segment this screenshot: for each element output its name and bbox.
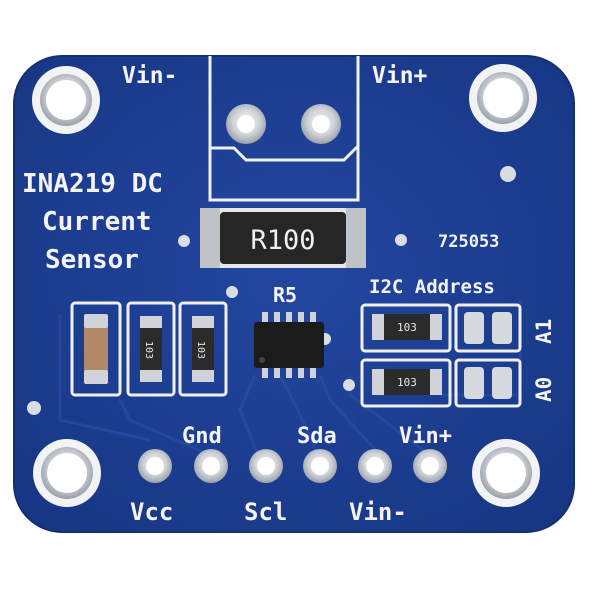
- pin-label-vcc: Vcc: [130, 498, 173, 526]
- i2c-address-label: I2C Address: [369, 276, 495, 298]
- board-code: 725053: [438, 232, 499, 252]
- address-jumper-a1: [454, 303, 522, 353]
- mounting-hole-bottom-left: [33, 439, 101, 507]
- address-jumper-a0: [454, 358, 522, 408]
- shunt-resistor-label: R100: [250, 225, 315, 256]
- pcb-board: [13, 55, 575, 533]
- mounting-hole-bottom-right: [472, 439, 540, 507]
- address-a1-label: A1: [532, 319, 556, 344]
- smd-resistor-horizontal-2: [360, 358, 452, 408]
- pin-label-sda: Sda: [297, 424, 337, 449]
- shunt-resistor: [200, 208, 366, 268]
- header-pins: [138, 449, 447, 483]
- board-title-line-3: Sensor: [45, 245, 139, 275]
- board-title-line-1: INA219 DC: [22, 169, 163, 199]
- ina219-chip: [254, 312, 324, 378]
- terminal-pad-left: [226, 104, 266, 144]
- smd-resistor-4-code: 103: [397, 376, 417, 389]
- smd-resistor-2-code: 103: [195, 341, 206, 359]
- terminal-left-label: Vin-: [122, 63, 177, 89]
- mounting-hole-top-right: [469, 64, 537, 132]
- smd-resistor-vertical-2: [178, 301, 228, 397]
- smd-resistor-horizontal-1: [360, 303, 452, 353]
- smd-resistor-vertical-1: [126, 301, 176, 397]
- smd-capacitor: [70, 301, 122, 397]
- terminal-block-outline: [208, 56, 360, 202]
- address-a0-label: A0: [532, 377, 556, 402]
- pin-label-scl: Scl: [244, 498, 287, 526]
- pin-label-gnd: Gnd: [182, 424, 222, 449]
- mounting-hole-top-left: [32, 66, 100, 134]
- board-title-line-2: Current: [42, 207, 152, 237]
- smd-resistor-3-code: 103: [397, 321, 417, 334]
- pin-label-vin-minus: Vin-: [349, 498, 407, 526]
- terminal-right-label: Vin+: [372, 63, 428, 89]
- terminal-pad-right: [301, 104, 341, 144]
- smd-resistor-1-code: 103: [143, 341, 154, 359]
- pin-label-vin-plus: Vin+: [399, 424, 452, 449]
- vias: [27, 166, 516, 415]
- ic-label: R5: [273, 283, 297, 307]
